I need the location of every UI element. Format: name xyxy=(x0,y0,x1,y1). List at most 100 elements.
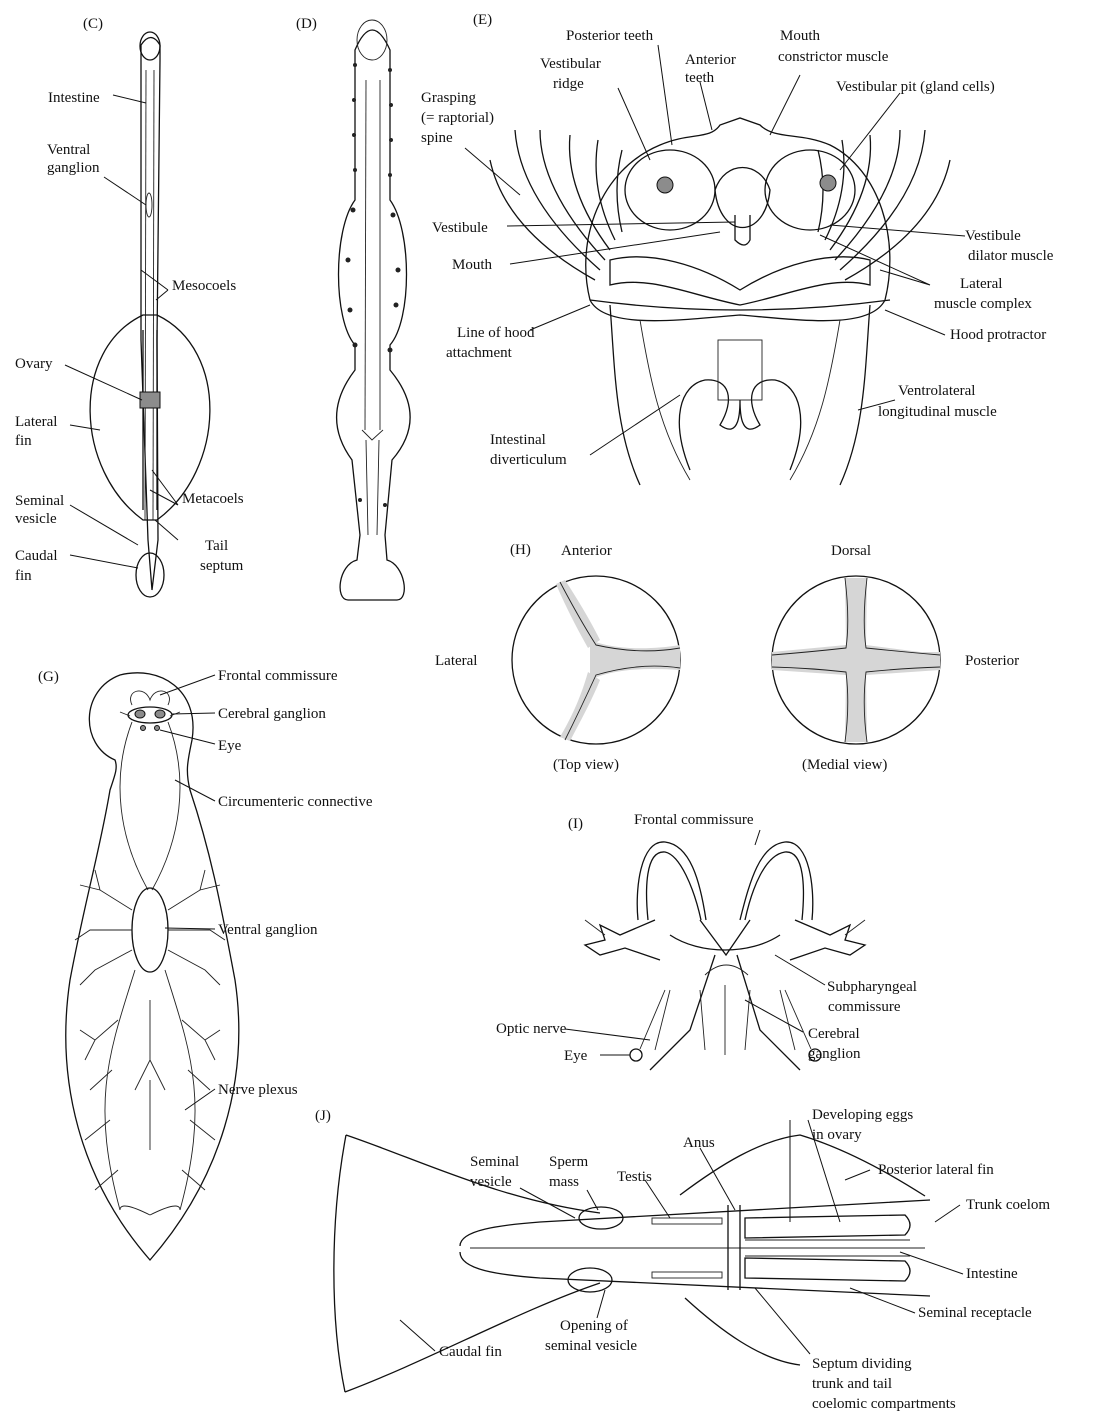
label-h-dorsal: Dorsal xyxy=(831,543,871,559)
label-e-vestibule: Vestibule xyxy=(432,220,488,236)
label-h-anterior: Anterior xyxy=(561,543,612,559)
panel-h-letter: (H) xyxy=(510,542,531,558)
panel-j-testis-upper xyxy=(652,1218,722,1224)
label-j-mass: mass xyxy=(549,1174,579,1190)
panel-e-head-outline xyxy=(586,118,890,321)
label-j-anus: Anus xyxy=(683,1135,715,1151)
label-j-sperm: Sperm xyxy=(549,1154,588,1170)
panel-e-intestinal-diverticula xyxy=(679,380,800,470)
label-e-spine: spine xyxy=(421,130,453,146)
label-j-seminal-receptacle: Seminal receptacle xyxy=(918,1305,1032,1321)
label-c-lateral: Lateral xyxy=(15,414,57,430)
label-g-circumenteric: Circumenteric connective xyxy=(218,794,373,810)
label-i-optic-nerve: Optic nerve xyxy=(496,1021,567,1037)
panel-d-letter: (D) xyxy=(296,16,317,32)
label-e-vestibule-dilator: Vestibule xyxy=(965,228,1021,244)
label-h-medial-view: (Medial view) xyxy=(802,757,887,773)
label-e-attachment: attachment xyxy=(446,345,513,361)
panel-d: (D) xyxy=(296,16,410,600)
panel-d-body-outline xyxy=(337,30,411,600)
panel-e-vestibular-pit-right xyxy=(820,175,836,191)
panel-c-lateral-fin xyxy=(90,315,210,520)
panel-g-nerve-plexus xyxy=(75,870,225,1190)
label-j-seminal: Seminal xyxy=(470,1154,519,1170)
label-e-ventrolateral: Ventrolateral xyxy=(898,383,975,399)
label-c-caudal: Caudal xyxy=(15,548,58,564)
label-j-trunk-coelom: Trunk coelom xyxy=(966,1197,1050,1213)
label-j-posterior-lateral-fin: Posterior lateral fin xyxy=(878,1162,994,1178)
panel-d-spines xyxy=(346,63,401,507)
panel-i: (I) Frontal commissure Subpharyngeal com… xyxy=(496,812,917,1070)
panel-g-circumenteric xyxy=(120,722,180,890)
label-c-fin: fin xyxy=(15,433,32,449)
label-g-cerebral-ganglion: Cerebral ganglion xyxy=(218,706,326,722)
panel-e-letter: (E) xyxy=(473,12,492,28)
label-g-ventral-ganglion: Ventral ganglion xyxy=(218,922,318,938)
label-e-line-of-hood: Line of hood xyxy=(457,325,535,341)
label-c-vesicle: vesicle xyxy=(15,511,57,527)
label-j-coelomic-compartments: coelomic compartments xyxy=(812,1396,956,1412)
panel-h: (H) Anterior Dorsal Lateral Posterior (T… xyxy=(435,542,1019,773)
label-e-raptorial: (= raptorial) xyxy=(421,110,494,126)
label-g-frontal-commissure: Frontal commissure xyxy=(218,668,338,684)
panel-i-letter: (I) xyxy=(568,816,583,832)
label-c-ganglion: ganglion xyxy=(47,160,100,176)
label-e-lateral: Lateral xyxy=(960,276,1002,292)
label-j-vesicle: vesicle xyxy=(470,1174,512,1190)
panel-c-letter: (C) xyxy=(83,16,103,32)
label-j-trunk-and-tail: trunk and tail xyxy=(812,1376,892,1392)
label-c-ovary: Ovary xyxy=(15,356,53,372)
label-c-caudal-fin: fin xyxy=(15,568,32,584)
label-j-seminal-vesicle: seminal vesicle xyxy=(545,1338,637,1354)
label-h-top-view: (Top view) xyxy=(553,757,619,773)
panel-g-eye-right xyxy=(155,726,160,731)
panel-g-eye-left xyxy=(141,726,146,731)
panel-j: (J) Developing eggs in ovary Anus Semina… xyxy=(315,1107,1050,1412)
label-c-ventral: Ventral xyxy=(47,142,90,158)
label-c-metacoels: Metacoels xyxy=(182,491,244,507)
label-e-dilator-muscle: dilator muscle xyxy=(968,248,1054,264)
label-e-muscle-complex: muscle complex xyxy=(934,296,1032,312)
label-i-cerebral: Cerebral xyxy=(808,1026,860,1042)
label-e-mouth-label: Mouth xyxy=(452,257,493,273)
label-e-grasping: Grasping xyxy=(421,90,476,106)
label-i-commissure: commissure xyxy=(828,999,901,1015)
panel-j-testis-lower xyxy=(652,1272,722,1278)
panel-j-letter: (J) xyxy=(315,1108,331,1124)
label-j-septum-dividing: Septum dividing xyxy=(812,1356,912,1372)
panel-e-muscle-band xyxy=(610,257,870,305)
panel-d-head xyxy=(357,20,387,60)
label-i-frontal-commissure: Frontal commissure xyxy=(634,812,754,828)
label-h-lateral: Lateral xyxy=(435,653,477,669)
panel-j-ovary-upper xyxy=(745,1215,910,1238)
label-c-septum: septum xyxy=(200,558,244,574)
label-c-tail: Tail xyxy=(205,538,228,554)
label-j-caudal-fin: Caudal fin xyxy=(439,1344,502,1360)
label-j-opening-of: Opening of xyxy=(560,1318,628,1334)
label-j-developing-eggs: Developing eggs xyxy=(812,1107,913,1123)
label-e-longitudinal-muscle: longitudinal muscle xyxy=(878,404,997,420)
label-c-intestine: Intestine xyxy=(48,90,100,106)
panel-e: (E) Posterior teeth Mo xyxy=(421,12,1054,485)
panel-c-head xyxy=(140,32,160,60)
label-e-diverticulum: diverticulum xyxy=(490,452,567,468)
label-e-vestibular: Vestibular xyxy=(540,56,601,72)
panel-g-cerebral-ganglion xyxy=(120,691,180,723)
panel-g-body-outline xyxy=(66,673,239,1260)
label-e-hood-protractor: Hood protractor xyxy=(950,327,1046,343)
label-e-posterior-teeth: Posterior teeth xyxy=(566,28,654,44)
label-e-teeth: teeth xyxy=(685,70,715,86)
panel-g-ventral-ganglion xyxy=(132,888,168,972)
label-i-ganglion: ganglion xyxy=(808,1046,861,1062)
label-g-nerve-plexus: Nerve plexus xyxy=(218,1082,298,1098)
label-j-testis: Testis xyxy=(617,1169,652,1185)
panel-j-ovary-lower xyxy=(745,1258,910,1281)
label-g-eye: Eye xyxy=(218,738,242,754)
label-e-constrictor: constrictor muscle xyxy=(778,49,889,65)
label-h-posterior: Posterior xyxy=(965,653,1019,669)
label-j-intestine: Intestine xyxy=(966,1266,1018,1282)
label-e-mouth: Mouth xyxy=(780,28,821,44)
panel-c-ovary xyxy=(140,392,160,408)
label-e-vestibular-pit: Vestibular pit (gland cells) xyxy=(836,79,995,95)
